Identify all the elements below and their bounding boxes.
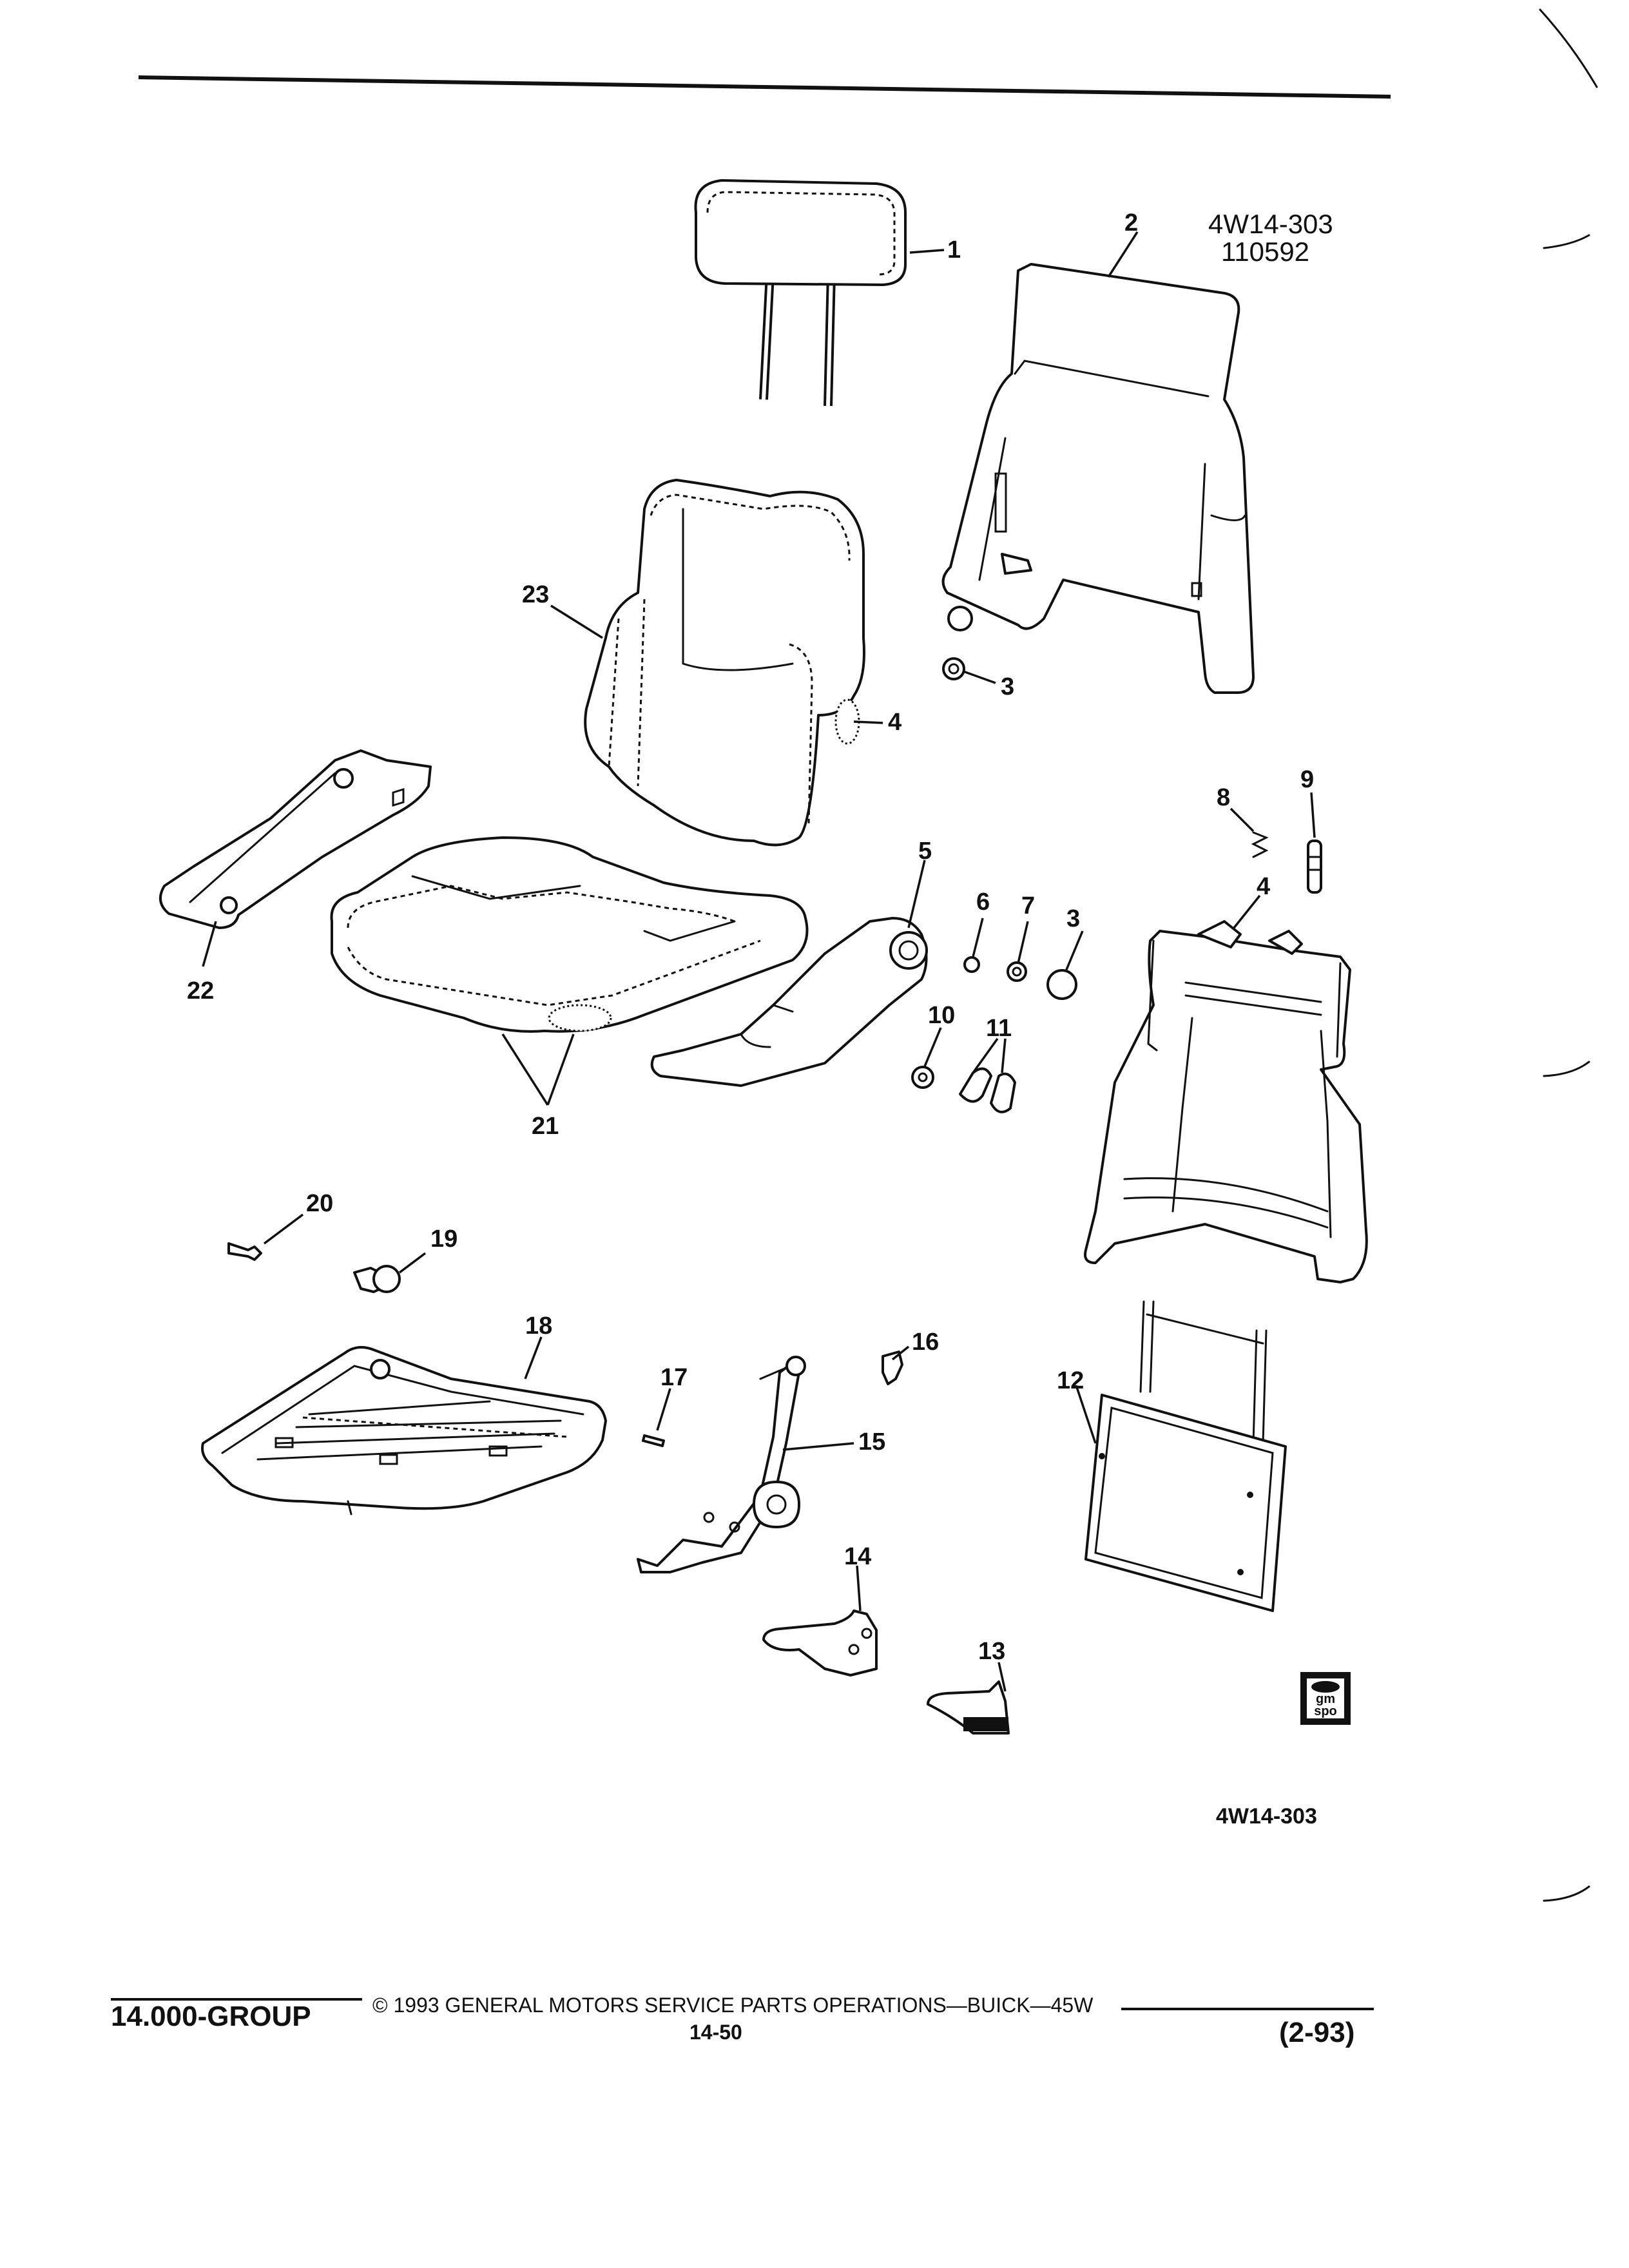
bushing-part bbox=[942, 657, 965, 680]
callout-4: 4 bbox=[888, 709, 901, 736]
callout-2: 2 bbox=[1124, 209, 1138, 236]
callout-15: 15 bbox=[858, 1428, 885, 1456]
seat-pan-part bbox=[201, 1346, 607, 1515]
callout-13: 13 bbox=[978, 1638, 1005, 1665]
seat-frame-part bbox=[1084, 920, 1368, 1283]
callout-1: 1 bbox=[947, 236, 961, 264]
callout-3: 3 bbox=[1001, 673, 1014, 700]
fastener-set bbox=[911, 956, 1077, 1113]
lever-handle-part bbox=[927, 1680, 1010, 1735]
callout-9: 9 bbox=[1300, 766, 1314, 793]
side-trim-part bbox=[159, 749, 432, 929]
callout-16: 16 bbox=[912, 1329, 939, 1356]
callout-10: 10 bbox=[928, 1002, 955, 1029]
scan-mark bbox=[1539, 8, 1598, 88]
reference-date: 110592 bbox=[1221, 236, 1309, 267]
callout-4b: 4 bbox=[1257, 873, 1270, 900]
callout-14: 14 bbox=[844, 1543, 871, 1570]
recliner-mechanism-part bbox=[637, 1356, 806, 1573]
scan-mark bbox=[1543, 1061, 1590, 1077]
headrest-part bbox=[694, 179, 907, 407]
gm-spo-logo: gm spo bbox=[1300, 1672, 1351, 1725]
header-rule bbox=[138, 75, 1391, 99]
leader-lines bbox=[202, 231, 1316, 1692]
footer-copyright: © 1993 GENERAL MOTORS SERVICE PARTS OPER… bbox=[372, 1994, 1094, 2017]
callout-18: 18 bbox=[525, 1312, 552, 1340]
callout-21: 21 bbox=[532, 1113, 559, 1140]
latch-part bbox=[882, 1350, 903, 1385]
svg-text:spo: spo bbox=[1314, 1704, 1337, 1718]
side-shield-part bbox=[650, 917, 928, 1087]
callout-23: 23 bbox=[522, 581, 549, 608]
seatback-cushion-part bbox=[584, 479, 865, 847]
callout-19: 19 bbox=[430, 1225, 458, 1253]
callout-3b: 3 bbox=[1066, 905, 1080, 932]
callout-17: 17 bbox=[660, 1364, 688, 1391]
callout-12: 12 bbox=[1057, 1367, 1084, 1394]
pin-part bbox=[642, 1434, 665, 1447]
seatback-panel-part bbox=[941, 263, 1255, 694]
reference-code: 4W14-303 bbox=[1208, 209, 1333, 239]
svg-text:gm: gm bbox=[1316, 1692, 1335, 1706]
callout-6: 6 bbox=[976, 889, 990, 916]
seat-cushion-part bbox=[330, 836, 809, 1033]
callout-8: 8 bbox=[1217, 784, 1230, 811]
footer-group: 14.000-GROUP bbox=[111, 2001, 311, 2032]
callout-22: 22 bbox=[187, 977, 214, 1004]
callout-20: 20 bbox=[306, 1190, 333, 1217]
callout-labels: 1 2 3 3 4 4 5 6 7 8 9 10 11 12 13 14 15 … bbox=[187, 209, 1314, 1665]
callout-7: 7 bbox=[1021, 892, 1035, 919]
scan-mark bbox=[1543, 1885, 1590, 1902]
recliner-handle-part bbox=[762, 1610, 878, 1677]
footer-page-number: 14-50 bbox=[689, 2021, 742, 2044]
reference-code-bottom: 4W14-303 bbox=[1216, 1804, 1317, 1829]
back-panel-part bbox=[1084, 1300, 1287, 1612]
callout-11: 11 bbox=[986, 1015, 1012, 1042]
footer-date: (2-93) bbox=[1279, 2017, 1355, 2048]
bolt-parts bbox=[227, 1242, 401, 1293]
scan-mark bbox=[1543, 234, 1590, 249]
callout-5: 5 bbox=[918, 838, 932, 865]
spring-and-pin-part bbox=[1251, 831, 1322, 894]
